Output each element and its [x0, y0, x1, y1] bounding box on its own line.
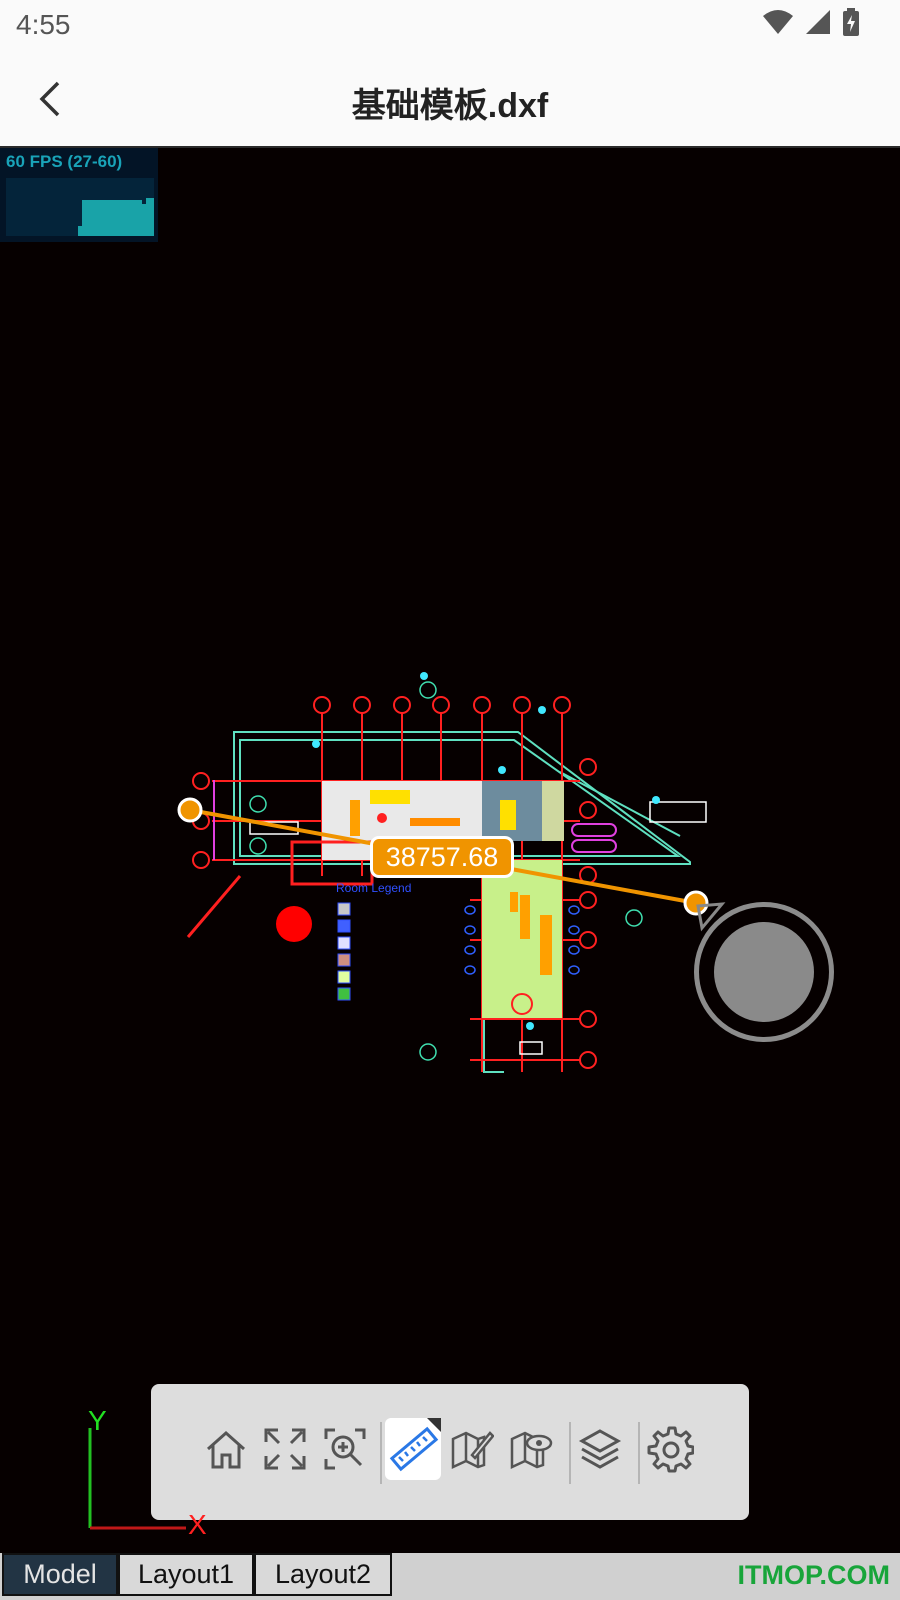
toolbar-separator [380, 1422, 382, 1484]
markup-button[interactable] [444, 1418, 500, 1480]
measure-button[interactable] [385, 1418, 441, 1480]
fit-screen-button[interactable] [257, 1418, 313, 1480]
signal-icon [806, 10, 830, 34]
measurement-value: 38757.68 [370, 836, 514, 878]
wifi-icon [763, 10, 793, 34]
status-icons [762, 8, 860, 36]
chevron-left-icon [39, 81, 60, 117]
room-legend-title: Room Legend [336, 881, 411, 895]
view-markup-button[interactable] [503, 1418, 559, 1480]
zoom-window-icon [324, 1428, 366, 1470]
tab-model[interactable]: Model [2, 1553, 118, 1596]
status-bar: 4:55 [0, 0, 900, 52]
settings-button[interactable] [642, 1418, 698, 1480]
toolbar-separator [638, 1422, 640, 1484]
home-icon [207, 1430, 245, 1469]
home-button[interactable] [198, 1418, 254, 1480]
view-markup-icon [510, 1431, 553, 1469]
room-legend [337, 902, 351, 1001]
y-axis-label: Y [88, 1405, 107, 1436]
joystick-knob[interactable] [714, 922, 814, 1022]
tab-layout2[interactable]: Layout2 [254, 1553, 392, 1596]
status-time: 4:55 [16, 9, 71, 40]
bottom-toolbar [151, 1384, 749, 1520]
fps-label: 60 FPS (27-60) [6, 152, 123, 171]
layers-button[interactable] [572, 1418, 628, 1480]
cad-drawing: Room Legend [177, 672, 726, 1073]
fps-overlay: 60 FPS (27-60) [0, 148, 158, 242]
fit-screen-icon [264, 1428, 306, 1470]
layers-icon [578, 1429, 622, 1469]
settings-icon [647, 1426, 694, 1473]
toolbar-separator [569, 1422, 571, 1484]
x-axis-label: X [188, 1509, 207, 1534]
app-bar: 基础模板.dxf [0, 52, 900, 148]
page-title: 基础模板.dxf [351, 87, 549, 125]
tab-layout1[interactable]: Layout1 [118, 1553, 254, 1596]
measure-ruler-icon [389, 1418, 441, 1472]
markup-icon [451, 1431, 494, 1469]
watermark: ITMOP.COM [737, 1560, 890, 1590]
zoom-window-button[interactable] [317, 1418, 373, 1480]
layout-tabs: Model Layout1 Layout2 [0, 1553, 900, 1600]
ucs-axes: Y X [88, 1405, 207, 1534]
fps-graph [6, 178, 154, 236]
back-button[interactable] [30, 76, 70, 122]
battery-charging-icon [843, 8, 859, 36]
navigation-joystick[interactable] [694, 902, 834, 1042]
